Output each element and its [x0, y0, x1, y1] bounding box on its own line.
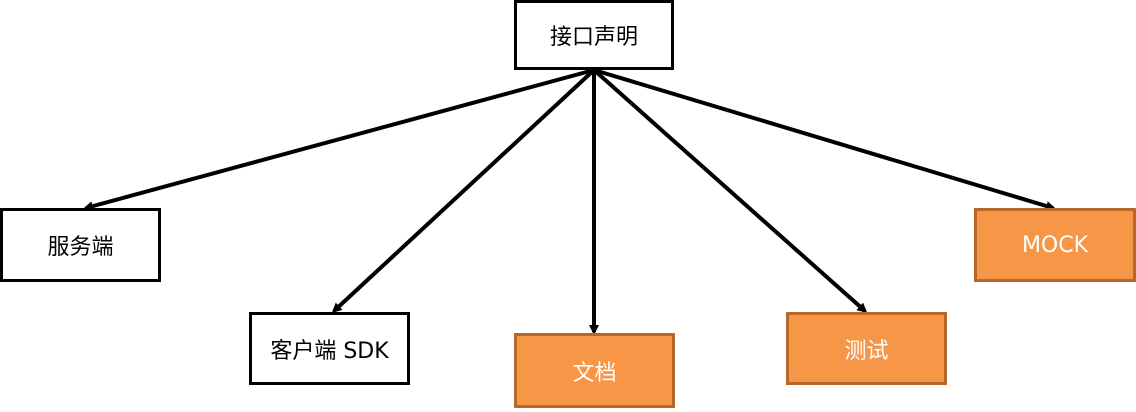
node-mock[interactable]: MOCK: [974, 208, 1136, 282]
node-server-label: 服务端: [47, 235, 114, 260]
node-testing[interactable]: 测试: [786, 312, 947, 385]
arrow-to-server: [83, 68, 595, 211]
arrow-to-mock: [593, 68, 1056, 211]
arrow-to-test: [592, 68, 868, 313]
node-server[interactable]: 服务端: [0, 208, 161, 282]
node-documentation-label: 文档: [572, 360, 617, 386]
root-node-label: 接口声明: [549, 25, 638, 50]
node-testing-label: 测试: [844, 338, 889, 364]
node-client-sdk[interactable]: 客户端 SDK: [249, 312, 410, 385]
root-node-interface-declaration[interactable]: 接口声明: [514, 0, 674, 70]
node-mock-label: MOCK: [1021, 232, 1089, 258]
node-documentation[interactable]: 文档: [514, 333, 675, 408]
node-client-sdk-label: 客户端 SDK: [270, 338, 389, 364]
arrow-to-sdk: [331, 68, 596, 314]
